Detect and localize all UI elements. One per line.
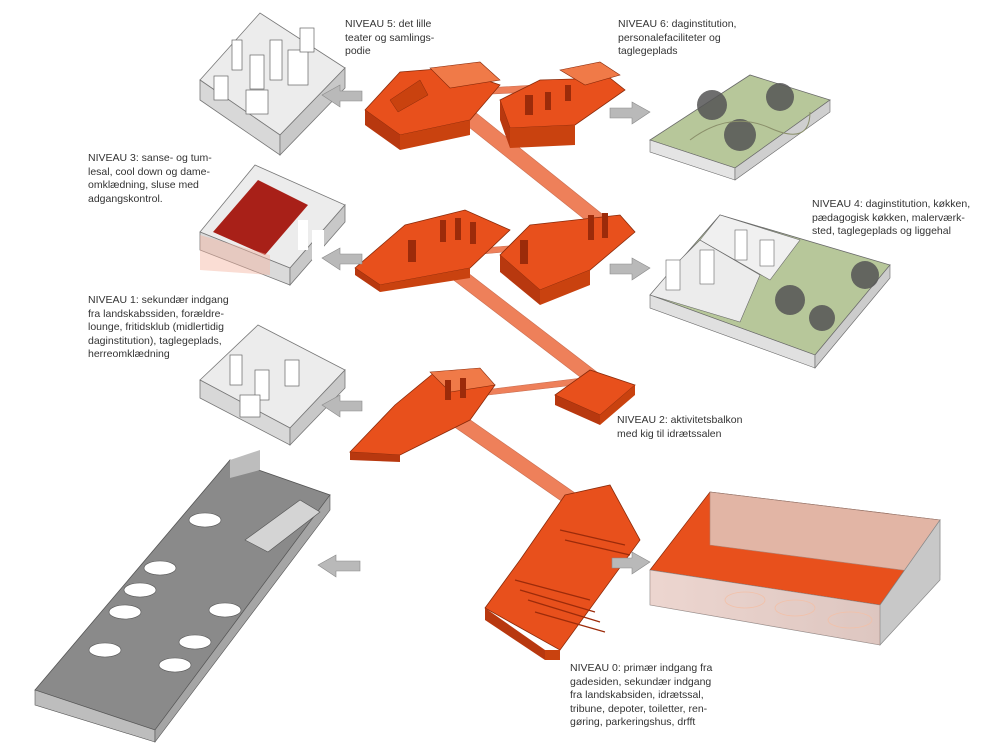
label-niveau3: NIVEAU 3: sanse- og tum- lesal, cool dow… [88,152,212,205]
arrow-left-icon [321,247,363,271]
arrow-right-icon [609,101,651,125]
level6-orange [499,61,626,148]
level5-model [199,12,346,156]
level3-model [199,164,346,287]
label-niveau1: NIVEAU 1: sekundær indgang fra landskabs… [88,294,229,360]
label-niveau6: NIVEAU 6: daginstitution, personalefacil… [618,18,737,57]
arrows [317,84,651,578]
level5-orange [364,61,501,150]
label-niveau2: NIVEAU 2: aktivitetsbalkon med kig til i… [617,414,743,440]
parking-garage [34,450,331,743]
arrow-left-icon [317,554,361,578]
label-niveau0: NIVEAU 0: primær indgang fra gadesiden, … [570,662,713,728]
arrow-left-icon [321,394,363,418]
level4-model [649,214,891,369]
arrow-right-icon [609,257,651,281]
level6-green-roof [649,74,831,181]
sports-hall [649,491,941,646]
level4-orange [499,213,636,305]
level0-orange [484,484,641,660]
label-niveau5: NIVEAU 5: det lille teater og samlings- … [345,18,435,57]
level1-orange [349,367,496,462]
arrow-right-icon [611,551,651,575]
arrow-left-icon [321,84,363,108]
label-niveau4: NIVEAU 4: daginstitution, køkken, pædago… [812,198,971,237]
level2-orange [554,369,636,425]
level3-orange [354,209,511,292]
level1-model [199,324,346,446]
